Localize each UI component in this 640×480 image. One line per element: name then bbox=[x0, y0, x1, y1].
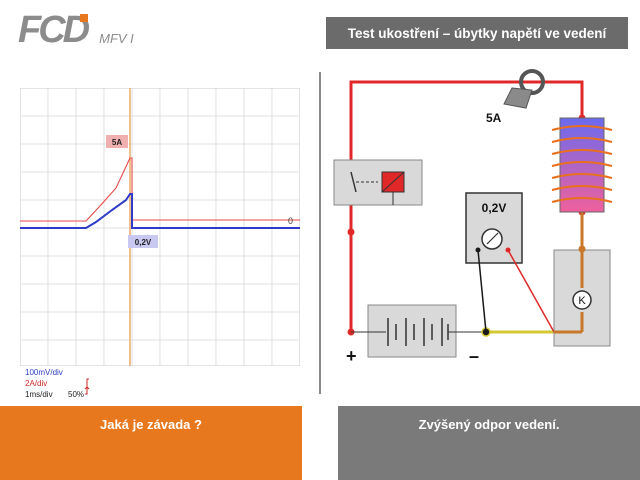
trigger-icon bbox=[84, 378, 90, 395]
logo-subtitle: MFV I bbox=[99, 31, 134, 46]
plus-label: + bbox=[346, 346, 357, 366]
circuit-diagram: 0,2V K 5A bbox=[333, 69, 613, 366]
relay-icon bbox=[333, 159, 423, 206]
scope-scale-legend: 100mV/div 2A/div 1ms/div 50% bbox=[25, 367, 90, 400]
lamp-icon: K bbox=[553, 249, 611, 347]
time-scale: 1ms/div bbox=[25, 390, 53, 399]
voltage-label: 0,2V bbox=[135, 238, 152, 247]
current-trace bbox=[20, 157, 300, 222]
logo-dot bbox=[80, 14, 88, 22]
current-label: 5A bbox=[112, 138, 122, 147]
fcd-logo: FCD MFV I bbox=[18, 9, 134, 51]
red-wiring bbox=[349, 80, 584, 332]
voltmeter-icon: 0,2V bbox=[465, 192, 523, 264]
answer-button[interactable]: Zvýšený odpor vedení. bbox=[338, 406, 640, 480]
clamp-label: 5A bbox=[486, 111, 502, 125]
logo-mark: FCD bbox=[18, 9, 90, 51]
voltage-scale: 100mV/div bbox=[25, 368, 63, 377]
meter-red-lead bbox=[507, 249, 555, 333]
coil-icon bbox=[551, 117, 613, 213]
page-title: Test ukostření – úbytky napětí ve vedení bbox=[326, 17, 628, 49]
current-label-bg bbox=[106, 135, 128, 148]
current-clamp-icon bbox=[503, 69, 545, 109]
svg-text:K: K bbox=[578, 295, 586, 307]
current-scale: 2A/div bbox=[25, 379, 48, 388]
question-button[interactable]: Jaká je závada ? bbox=[0, 406, 302, 480]
meter-reading: 0,2V bbox=[482, 201, 507, 215]
minus-label: – bbox=[469, 346, 479, 366]
voltage-label-bg bbox=[128, 235, 158, 248]
meter-black-lead bbox=[477, 249, 487, 333]
oscilloscope-screen: 5A 0,2V 0 bbox=[20, 88, 300, 366]
battery-icon bbox=[351, 304, 486, 358]
trigger-level: 50% bbox=[68, 390, 85, 399]
vertical-divider bbox=[319, 72, 321, 394]
zero-label: 0 bbox=[288, 216, 293, 226]
voltage-trace bbox=[20, 193, 300, 229]
